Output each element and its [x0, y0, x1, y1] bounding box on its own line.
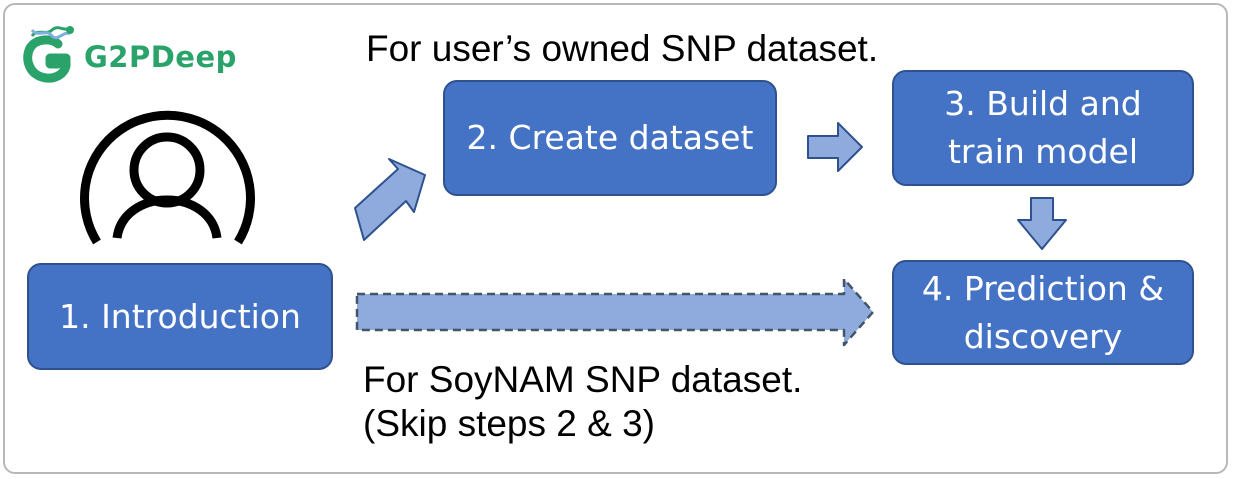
caption-owned-dataset: For user’s owned SNP dataset. — [366, 28, 879, 69]
g2pdeep-logo-icon — [23, 26, 74, 83]
step-prediction-discovery: 4. Prediction & discovery — [892, 260, 1194, 365]
user-avatar-icon — [80, 110, 255, 245]
arrow-create-to-build — [807, 122, 863, 172]
caption-soynam-line2: (Skip steps 2 & 3) — [363, 403, 656, 444]
step-create-dataset: 2. Create dataset — [443, 80, 777, 196]
arrow-skip-to-predict — [355, 277, 875, 347]
arrow-build-to-predict — [1017, 197, 1067, 250]
caption-soynam-dataset: For SoyNAM SNP dataset. (Skip steps 2 & … — [363, 358, 802, 446]
logo-text: G2PDeep — [84, 40, 237, 74]
caption-soynam-line1: For SoyNAM SNP dataset. — [363, 359, 803, 400]
arrow-intro-to-create — [354, 158, 426, 241]
step-build-train-model: 3. Build and train model — [892, 70, 1194, 186]
step-introduction: 1. Introduction — [27, 263, 333, 370]
g2pdeep-logo — [18, 22, 258, 86]
